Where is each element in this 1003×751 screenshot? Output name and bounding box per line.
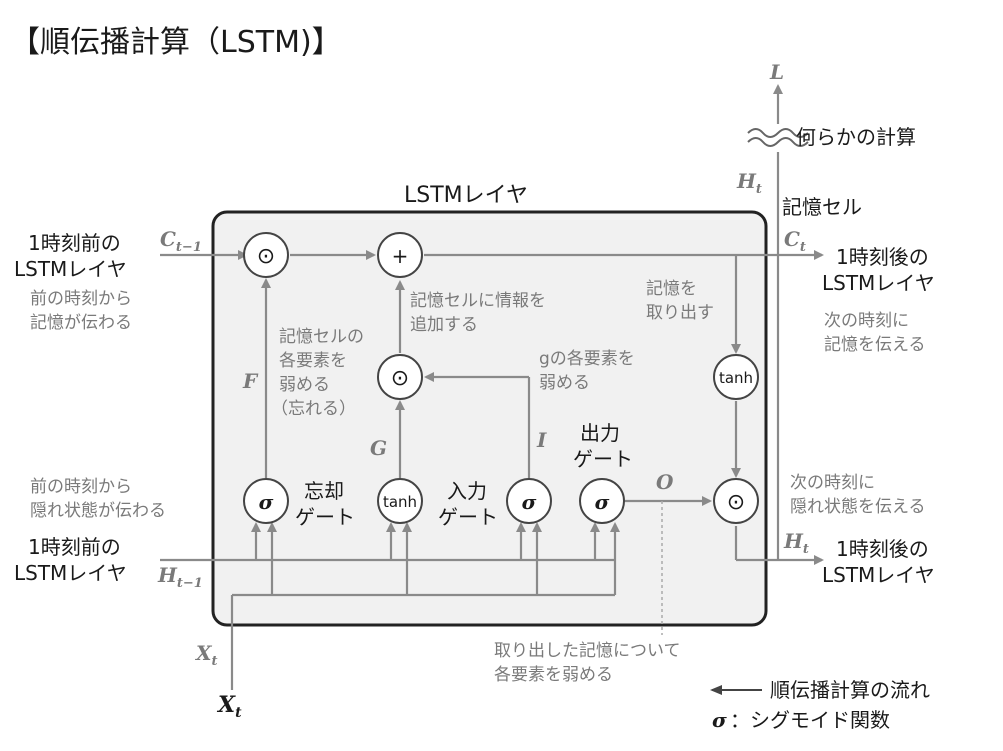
next-layer-bot-2: LSTMレイヤ: [822, 563, 935, 587]
prev-layer-top-1: 1時刻前の: [28, 231, 121, 255]
g-weaken-2: 弱める: [539, 373, 590, 393]
next-mem-2: 記憶を伝える: [824, 335, 926, 355]
wave-icon: [747, 128, 809, 138]
forget-note-4: （忘れる）: [271, 399, 356, 419]
next-hidden-2: 隠れ状態を伝える: [790, 497, 926, 517]
next-layer-bot-1: 1時刻後の: [836, 537, 929, 561]
prev-mem-2: 記憶が伝わる: [30, 313, 132, 333]
forget-gate-label-1: 忘却: [304, 479, 344, 503]
legend-flow-label: 順伝播計算の流れ: [770, 678, 930, 702]
svg-text:σ: σ: [522, 490, 537, 514]
tanh-gate-node: tanh: [377, 478, 423, 524]
forget-note-2: 各要素を: [279, 351, 347, 371]
svg-text:⊙: ⊙: [257, 244, 275, 269]
svg-text:σ: σ: [259, 490, 274, 514]
input-gate-node: σ: [506, 478, 552, 524]
forget-note-3: 弱める: [279, 375, 330, 395]
var-f: F: [242, 369, 259, 393]
svg-text:⊙: ⊙: [727, 490, 745, 515]
var-c-t: Ct: [784, 227, 806, 255]
add-info-2: 追加する: [410, 315, 478, 335]
prev-layer-top-2: LSTMレイヤ: [14, 257, 127, 281]
cell-tanh-node: tanh: [713, 354, 759, 400]
svg-text:tanh: tanh: [383, 493, 417, 511]
var-c-prev: Ct−1: [160, 227, 202, 255]
next-hidden-1: 次の時刻に: [790, 473, 875, 493]
var-o: O: [656, 470, 674, 494]
some-calc-label: 何らかの計算: [796, 125, 916, 149]
svg-text:σ: σ: [595, 490, 610, 514]
output-gate-label-2: ゲート: [573, 447, 633, 471]
var-l: L: [769, 60, 784, 84]
extract-2: 取り出す: [646, 303, 714, 323]
prev-mem-1: 前の時刻から: [30, 289, 132, 309]
next-mem-1: 次の時刻に: [824, 311, 909, 331]
add-node: +: [377, 232, 423, 278]
prev-layer-bot-1: 1時刻前の: [28, 535, 121, 559]
next-layer-top-1: 1時刻後の: [836, 245, 929, 269]
forget-gate-label-2: ゲート: [295, 505, 355, 529]
var-x-in: Xt: [194, 641, 218, 669]
page-title: 【順伝播計算（LSTM)】: [10, 25, 342, 60]
var-x-bottom: Xt: [216, 692, 242, 721]
forget-note-1: 記憶セルの: [279, 327, 364, 347]
input-mul-node: ⊙: [377, 354, 423, 400]
next-layer-top-2: LSTMレイヤ: [822, 271, 935, 295]
prev-hidden-1: 前の時刻から: [30, 477, 132, 497]
output-mul-node: ⊙: [713, 478, 759, 524]
lstm-layer-box: [211, 210, 768, 627]
input-gate-label-1: 入力: [447, 479, 487, 503]
var-h-t-top: Ht: [736, 169, 762, 197]
memory-cell-label: 記憶セル: [782, 195, 862, 219]
svg-text:+: +: [392, 244, 409, 268]
g-weaken-1: gの各要素を: [539, 349, 635, 369]
add-info-1: 記憶セルに情報を: [410, 291, 546, 311]
prev-layer-bot-2: LSTMレイヤ: [14, 561, 127, 585]
svg-text:⊙: ⊙: [391, 366, 409, 391]
weaken-extracted-2: 各要素を弱める: [494, 665, 613, 685]
svg-text:tanh: tanh: [719, 369, 753, 387]
input-gate-label-2: ゲート: [438, 505, 498, 529]
var-g: G: [370, 436, 387, 460]
lstm-layer-title: LSTMレイヤ: [404, 183, 528, 208]
forget-gate-node: σ: [243, 478, 289, 524]
wave-icon-2: [747, 137, 809, 147]
output-gate-node: σ: [579, 478, 625, 524]
forget-mul-node: ⊙: [243, 232, 289, 278]
legend-sigma-label: ：シグモイド関数: [730, 708, 890, 732]
var-i: I: [536, 428, 547, 452]
extract-1: 記憶を: [646, 279, 697, 299]
legend-sigma-symbol: σ: [712, 708, 727, 732]
prev-hidden-2: 隠れ状態が伝わる: [30, 501, 166, 521]
var-h-prev: Ht−1: [157, 563, 203, 591]
var-h-t-out: Ht: [783, 529, 809, 557]
weaken-extracted-1: 取り出した記憶について: [494, 641, 681, 661]
output-gate-label-1: 出力: [580, 421, 620, 445]
